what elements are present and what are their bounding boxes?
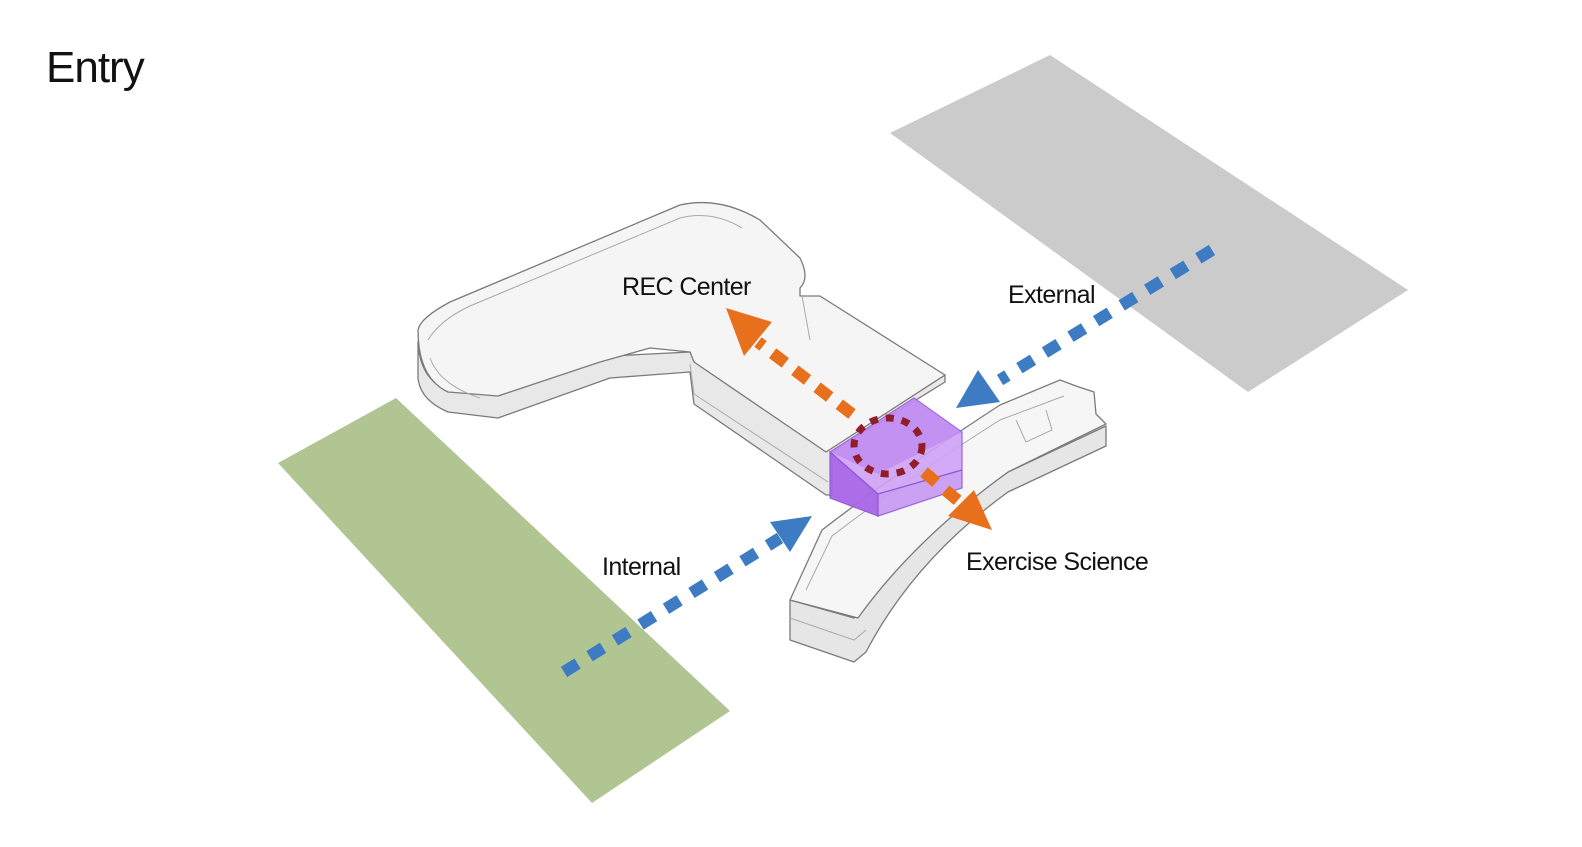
entry-circle [850, 414, 926, 478]
rec-center-arrow [726, 308, 856, 419]
diagram-title: Entry [46, 43, 145, 92]
green-zone [278, 398, 730, 803]
external-label: External [1008, 281, 1095, 309]
rec-center-label: REC Center [622, 273, 751, 301]
gray-zone [890, 55, 1408, 392]
internal-label: Internal [602, 553, 681, 581]
exercise-science-label: Exercise Science [966, 548, 1148, 576]
internal-arrow [560, 516, 812, 678]
external-arrow [956, 244, 1216, 408]
exercise-science-arrow [920, 467, 992, 530]
